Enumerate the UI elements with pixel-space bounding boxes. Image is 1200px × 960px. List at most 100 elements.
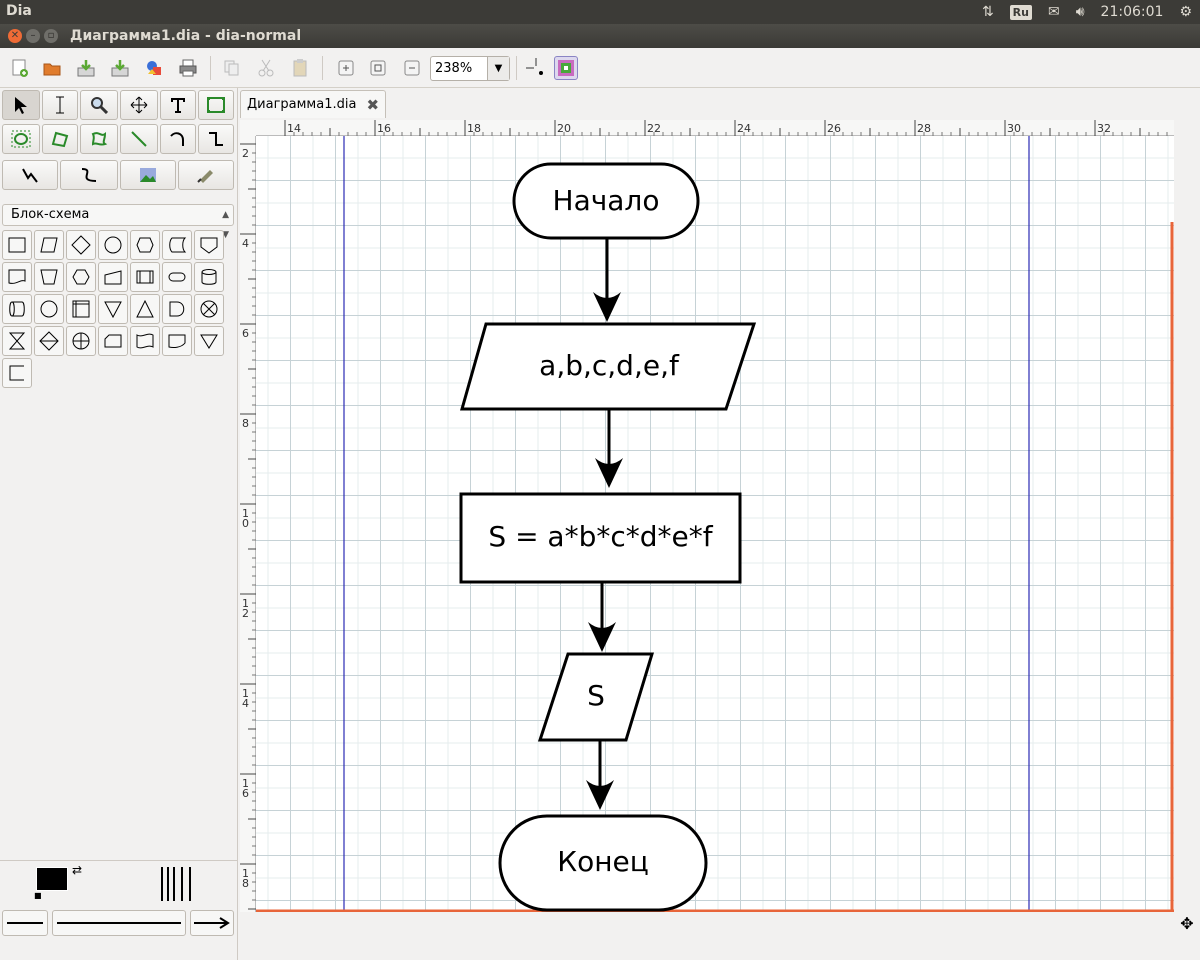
zoom-in-button[interactable] bbox=[334, 56, 358, 80]
swap-colors-icon[interactable]: ⇄ bbox=[72, 863, 83, 877]
start-arrow-selector[interactable] bbox=[2, 910, 48, 936]
open-button[interactable] bbox=[40, 56, 64, 80]
beziergon-tool-button[interactable] bbox=[80, 124, 118, 154]
end-arrow-selector[interactable] bbox=[190, 910, 234, 936]
network-icon[interactable]: ⇅ bbox=[981, 4, 994, 20]
zigzag-tool-button[interactable] bbox=[198, 124, 234, 154]
shape-card[interactable] bbox=[98, 326, 128, 356]
copy-button[interactable] bbox=[220, 56, 244, 80]
bezier-tool-button[interactable] bbox=[60, 160, 118, 190]
tab-diagram1[interactable]: Диаграмма1.dia ✖ bbox=[240, 90, 387, 118]
close-window-button[interactable]: ✕ bbox=[8, 29, 22, 43]
shape-stored-data[interactable] bbox=[162, 230, 192, 260]
foreground-color-swatch[interactable] bbox=[36, 867, 68, 891]
shape-manual-input[interactable] bbox=[98, 262, 128, 292]
object-snap-icon bbox=[558, 60, 574, 76]
export-button[interactable] bbox=[142, 56, 166, 80]
shape-box[interactable] bbox=[2, 230, 32, 260]
shape-merge[interactable] bbox=[98, 294, 128, 324]
chevron-down-icon[interactable]: ▼ bbox=[487, 57, 509, 80]
cut-button[interactable] bbox=[254, 56, 278, 80]
image-tool-button[interactable] bbox=[120, 160, 176, 190]
new-diagram-button[interactable] bbox=[8, 56, 32, 80]
gear-icon[interactable]: ⚙ bbox=[1179, 4, 1192, 20]
ruler-label: 14 bbox=[287, 122, 301, 135]
zoom-value[interactable]: 238% bbox=[435, 61, 473, 76]
sheet-selector[interactable]: Блок-схема ▲▼ bbox=[2, 204, 234, 240]
save-button[interactable] bbox=[74, 56, 98, 80]
navigation-cross-icon[interactable]: ✥ bbox=[1180, 914, 1194, 933]
diagram-canvas[interactable]: Начало a,b,c,d,e,f S = a*b*c*d*e*f S Кон… bbox=[256, 136, 1174, 912]
outline-tool-button[interactable] bbox=[178, 160, 234, 190]
maximize-window-button[interactable]: ▫ bbox=[44, 29, 58, 43]
box-tool-button[interactable] bbox=[198, 90, 234, 120]
shape-magnetic-disk[interactable] bbox=[194, 262, 224, 292]
polygon-tool-button[interactable] bbox=[42, 124, 78, 154]
shape-manual-op[interactable] bbox=[34, 262, 64, 292]
flowchart-node-output[interactable] bbox=[537, 652, 655, 742]
shape-diamond[interactable] bbox=[66, 230, 96, 260]
system-tray: ⇅ Ru ✉ 🔊︎ 21:06:01 ⚙ bbox=[974, 0, 1200, 24]
horizontal-scrollbar[interactable] bbox=[240, 914, 1174, 938]
line-style-selector[interactable] bbox=[52, 910, 186, 936]
zoom-fit-icon bbox=[370, 60, 386, 76]
minimize-window-button[interactable]: – bbox=[26, 29, 40, 43]
paste-button[interactable] bbox=[288, 56, 312, 80]
shape-collate[interactable] bbox=[2, 326, 32, 356]
text-edit-tool-button[interactable] bbox=[42, 90, 78, 120]
vertical-scrollbar[interactable] bbox=[1174, 120, 1200, 912]
shape-annotation[interactable] bbox=[2, 358, 32, 388]
arrow-head-3 bbox=[588, 622, 616, 652]
volume-icon[interactable]: 🔊︎ bbox=[1075, 4, 1085, 20]
text-tool-button[interactable] bbox=[160, 90, 196, 120]
shape-hexagon[interactable] bbox=[66, 262, 96, 292]
ellipse-tool-button[interactable] bbox=[2, 124, 40, 154]
magnify-tool-button[interactable] bbox=[80, 90, 118, 120]
ruler-label: 22 bbox=[647, 122, 661, 135]
scroll-tool-button[interactable] bbox=[120, 90, 158, 120]
keyboard-layout-indicator[interactable]: Ru bbox=[1009, 4, 1032, 20]
polyline-icon bbox=[22, 168, 38, 183]
print-button[interactable] bbox=[176, 56, 200, 80]
save-as-button[interactable] bbox=[108, 56, 132, 80]
polyline-tool-button[interactable] bbox=[2, 160, 58, 190]
flowchart-node-input[interactable] bbox=[460, 322, 757, 411]
shape-preparation[interactable] bbox=[130, 230, 160, 260]
shape-sort[interactable] bbox=[34, 326, 64, 356]
modify-tool-button[interactable] bbox=[2, 90, 40, 120]
save-icon bbox=[77, 60, 95, 77]
shape-offpage[interactable] bbox=[194, 230, 224, 260]
shape-extract[interactable] bbox=[130, 294, 160, 324]
shape-parallelogram[interactable] bbox=[34, 230, 64, 260]
line-tool-button[interactable] bbox=[120, 124, 158, 154]
shape-or[interactable] bbox=[66, 326, 96, 356]
shape-terminal[interactable] bbox=[162, 262, 192, 292]
shape-punched-tape[interactable] bbox=[130, 326, 160, 356]
shape-direct-storage[interactable] bbox=[2, 294, 32, 324]
best-fit-button[interactable] bbox=[366, 56, 390, 80]
line-width-selector[interactable] bbox=[158, 867, 196, 901]
close-icon[interactable]: ✖ bbox=[366, 95, 380, 114]
shape-connector[interactable] bbox=[34, 294, 64, 324]
mail-icon[interactable]: ✉ bbox=[1047, 4, 1060, 20]
shape-display[interactable] bbox=[162, 326, 192, 356]
zoom-out-button[interactable] bbox=[400, 56, 424, 80]
shape-document[interactable] bbox=[2, 262, 32, 292]
shape-ellipse[interactable] bbox=[98, 230, 128, 260]
window-title-bar[interactable]: ✕ – ▫ Диаграмма1.dia - dia-normal bbox=[0, 24, 1200, 48]
shape-delay[interactable] bbox=[162, 294, 192, 324]
flowchart-node-process[interactable] bbox=[459, 492, 742, 584]
snap-to-grid-button[interactable] bbox=[524, 56, 548, 80]
default-colors-icon[interactable]: ■ bbox=[34, 891, 42, 900]
snap-to-objects-button[interactable] bbox=[554, 56, 578, 80]
flowchart-node-end[interactable] bbox=[498, 814, 708, 912]
beziergon-shape-icon bbox=[91, 132, 108, 146]
clock[interactable]: 21:06:01 bbox=[1100, 4, 1164, 20]
shape-internal-storage[interactable] bbox=[66, 294, 96, 324]
zoom-combo[interactable]: 238% ▼ bbox=[430, 56, 510, 81]
shape-manual-triangle[interactable] bbox=[194, 326, 224, 356]
shape-predefined-process[interactable] bbox=[130, 262, 160, 292]
shape-summing-junction[interactable] bbox=[194, 294, 224, 324]
arc-tool-button[interactable] bbox=[160, 124, 196, 154]
